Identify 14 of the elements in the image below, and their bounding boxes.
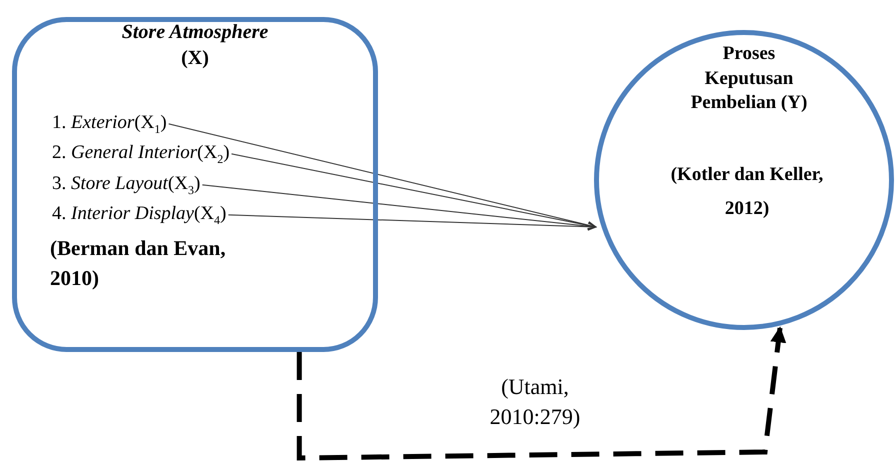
heading: Store Atmosphere (X) [120,20,270,71]
arrow [228,214,596,231]
citation: (Kotler dan Keller, 2012) [670,163,824,222]
arrow [202,184,596,230]
list-item: 1. Exterior(X$_{1}$) [52,113,167,135]
list-item: 4. Interior Display(X$_{4}$) [52,204,226,226]
arrow [168,123,596,230]
arrow [231,153,596,230]
edge-label: (Utami, 2010:279) [488,373,582,431]
citation: (Berman dan Evan, 2010) [50,235,227,292]
dashed-arrow [296,326,786,461]
list-item: 3. Store Layout(X$_{3}$) [52,174,200,196]
list-item: 2. General Interior(X$_{2}$) [52,143,230,165]
heading: Proses Keputusan Pembelian (Y) [690,42,808,116]
